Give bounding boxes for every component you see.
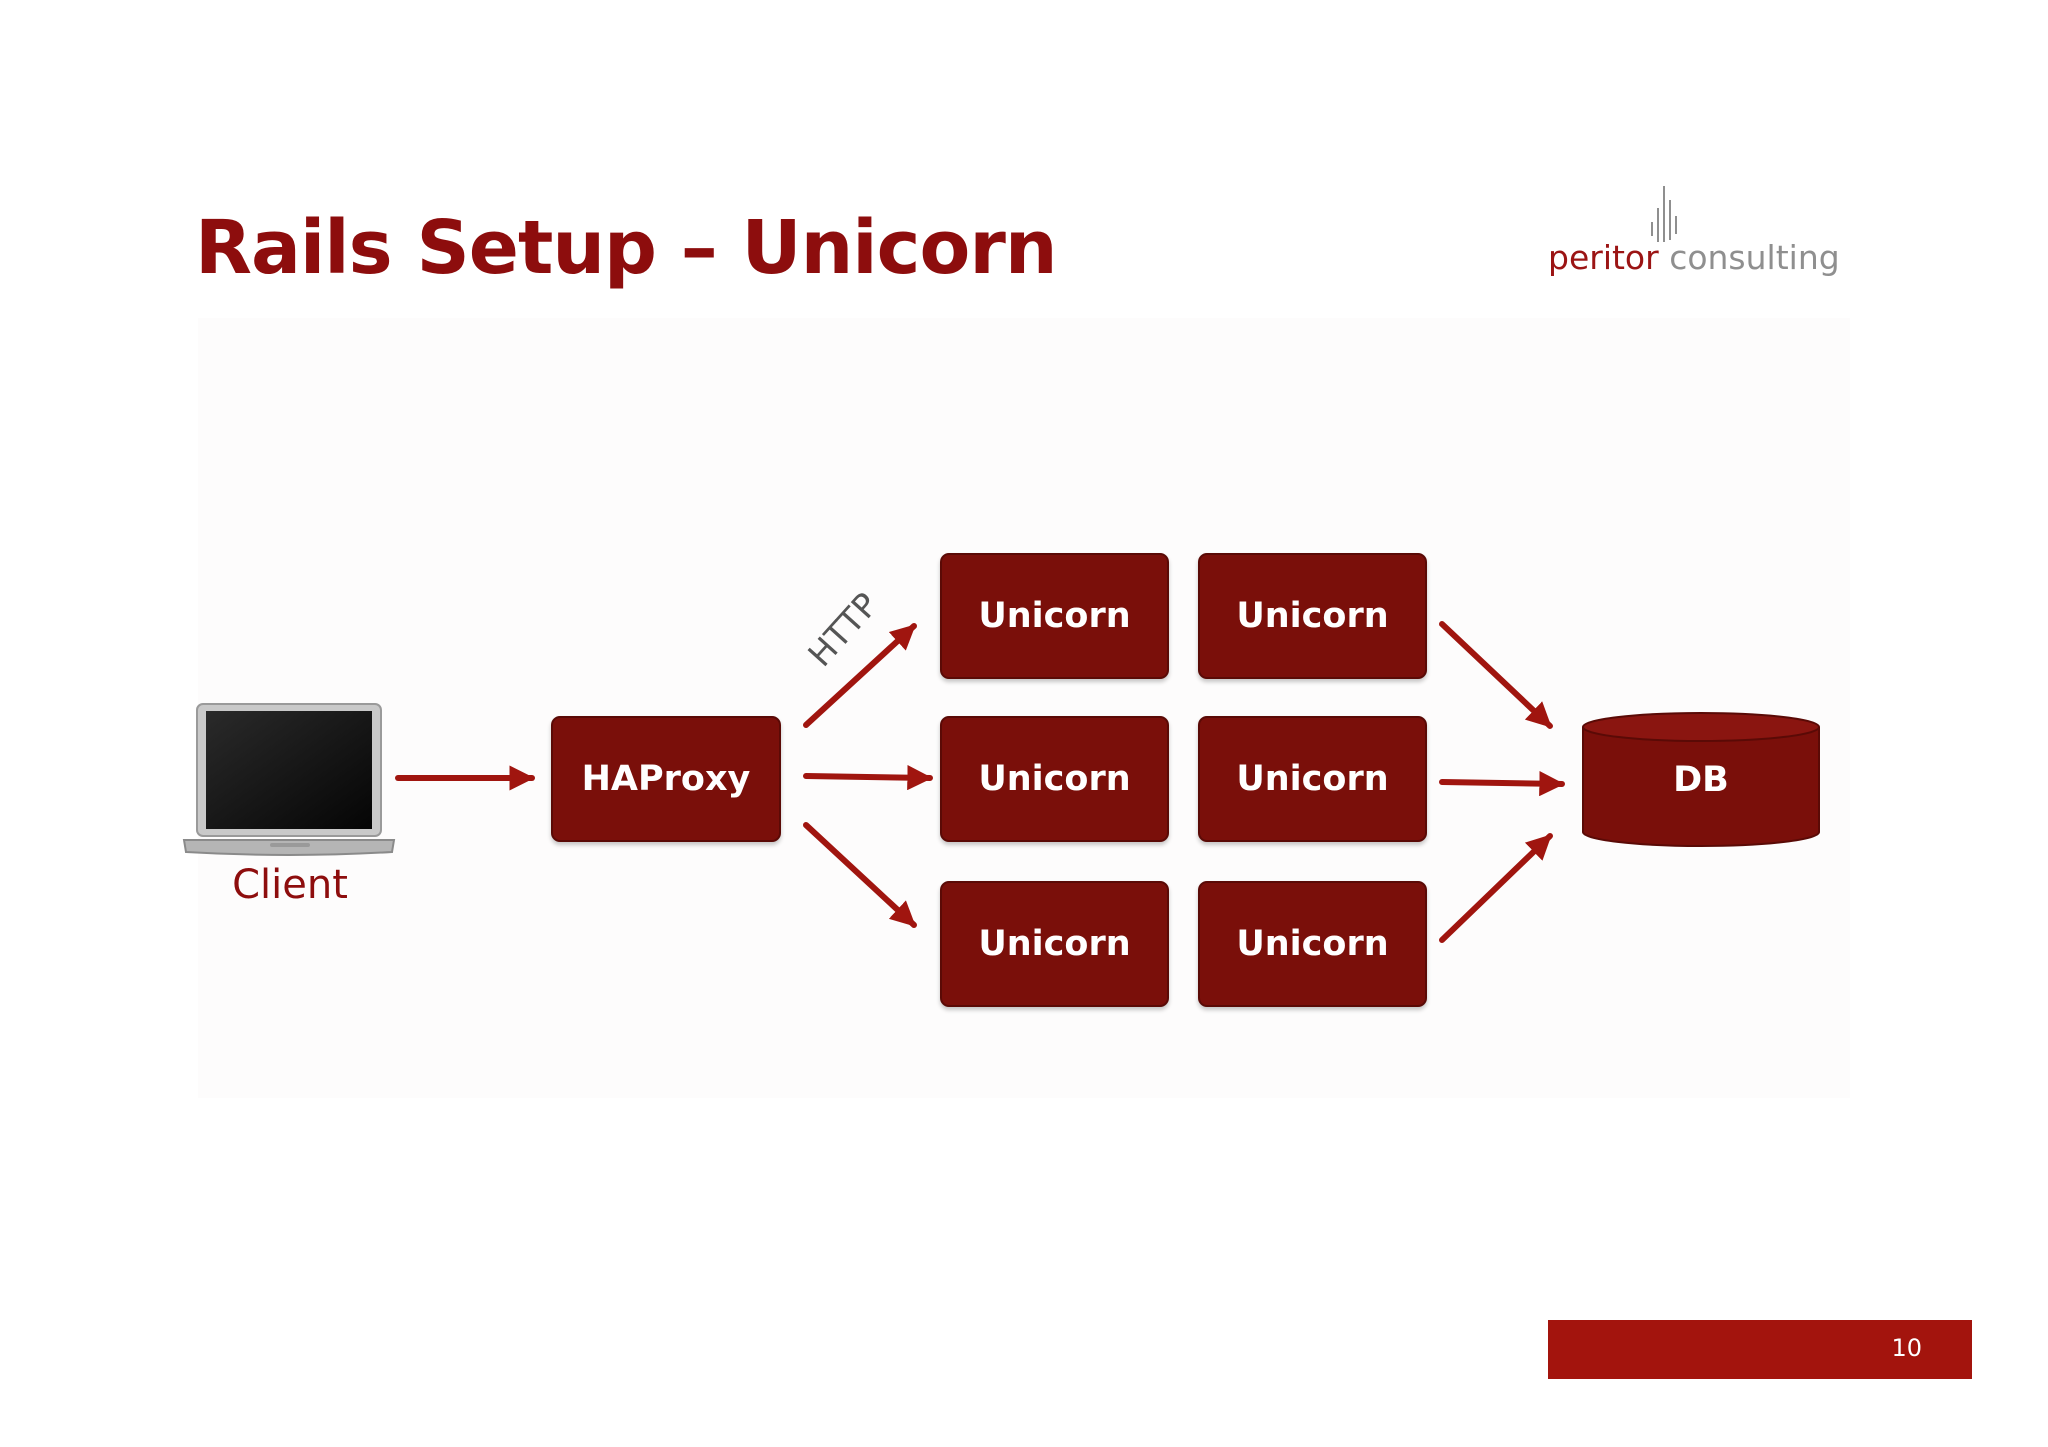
laptop-icon xyxy=(182,703,396,856)
arrow-haproxy-to-middle xyxy=(803,765,933,791)
connection-arrows xyxy=(395,621,1565,943)
unicorn-node: Unicorn xyxy=(940,881,1169,1007)
arrow-top-to-db xyxy=(1439,621,1553,729)
unicorn-node: Unicorn xyxy=(1198,881,1427,1007)
logo-text: peritor consulting xyxy=(1548,238,1840,277)
slide-title: Rails Setup – Unicorn xyxy=(195,205,1058,291)
client-label: Client xyxy=(232,862,348,908)
haproxy-node: HAProxy xyxy=(551,716,781,842)
arrow-bottom-to-db xyxy=(1439,833,1553,943)
page-number: 10 xyxy=(1891,1334,1922,1362)
unicorn-node: Unicorn xyxy=(940,553,1169,679)
logo-word-consulting: consulting xyxy=(1669,238,1840,277)
skyline-logo-icon xyxy=(1651,186,1677,242)
company-logo: peritor consulting xyxy=(1548,186,1840,282)
logo-word-peritor: peritor xyxy=(1548,238,1659,277)
unicorn-node: Unicorn xyxy=(1198,716,1427,842)
unicorn-node: Unicorn xyxy=(940,716,1169,842)
db-label: DB xyxy=(1673,760,1729,800)
database-cylinder-icon xyxy=(1582,712,1820,847)
unicorn-node: Unicorn xyxy=(1198,553,1427,679)
arrow-haproxy-to-bottom xyxy=(803,822,917,928)
arrow-middle-to-db xyxy=(1439,771,1565,797)
footer-bar: 10 xyxy=(1548,1320,1972,1379)
arrow-haproxy-to-top xyxy=(803,623,917,728)
